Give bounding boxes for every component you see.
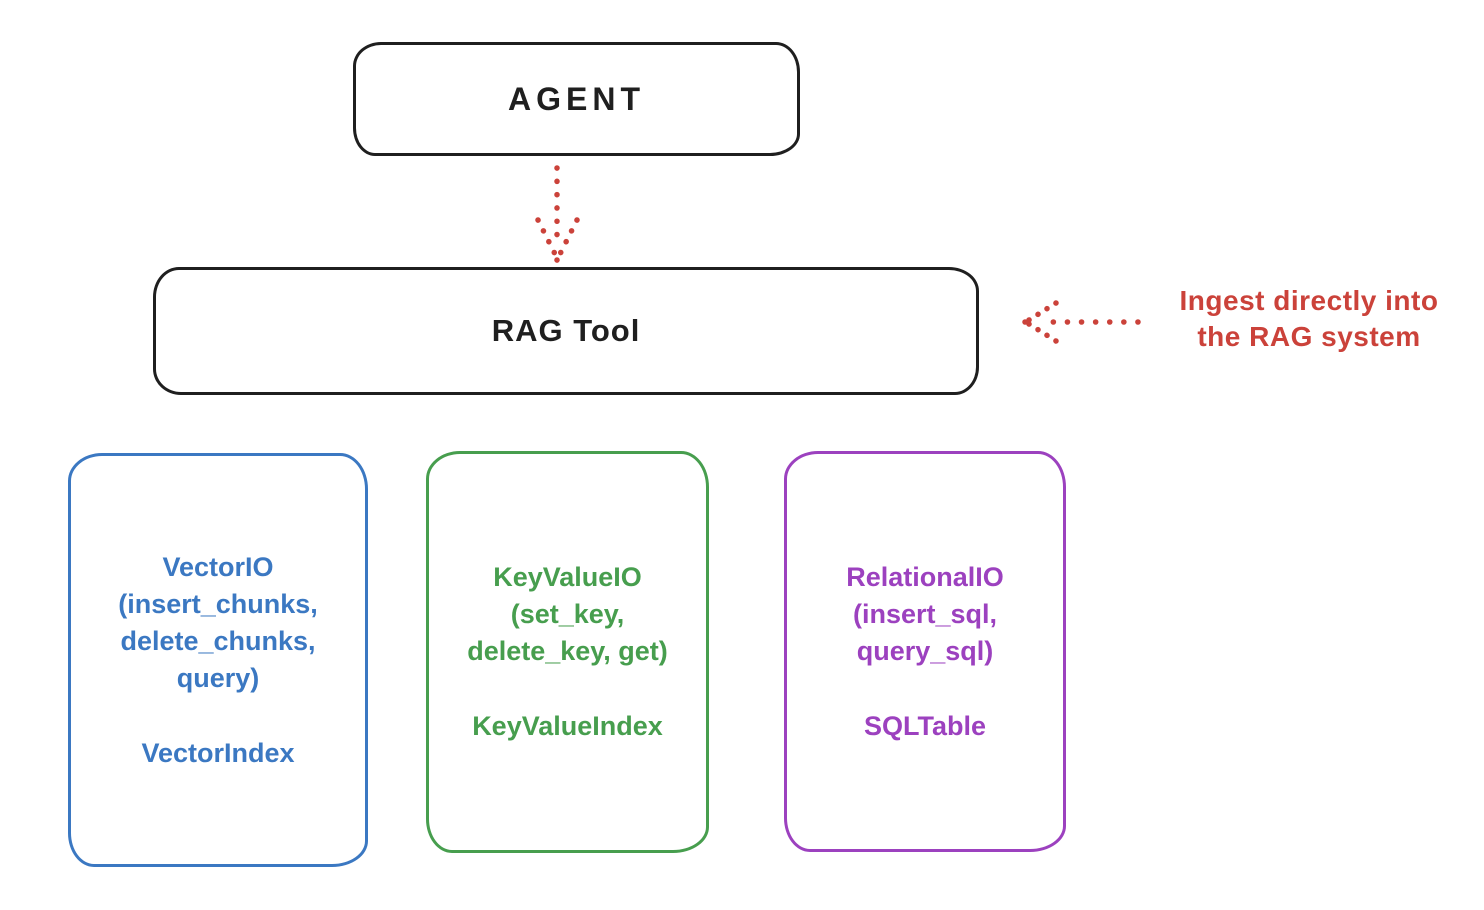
keyvalue-io-line: (set_key, (510, 599, 625, 629)
vector-io-line: query) (176, 662, 260, 693)
vector-io-line: delete_chunks, (120, 625, 316, 656)
rag-tool-label: RAG Tool (491, 313, 641, 348)
relational-io-line: query_sql) (856, 635, 994, 666)
relational-io-box: RelationalIO (insert_sql, query_sql) SQL… (784, 451, 1066, 852)
dotted-arrow-left-icon (1022, 300, 1141, 344)
ingest-annotation-line1: Ingest directly into (1179, 285, 1439, 316)
vector-io-line: (insert_chunks, (118, 588, 318, 619)
agent-box: AGENT (353, 42, 800, 156)
relational-io-title: RelationalIO (insert_sql, query_sql) (846, 559, 1004, 670)
keyvalue-index-label: KeyValueIndex (472, 711, 663, 741)
relational-io-line: RelationalIO (846, 561, 1004, 592)
keyvalue-io-line: KeyValueIO (493, 562, 642, 592)
vector-io-line: VectorIO (162, 551, 274, 582)
dotted-arrow-down-icon (535, 165, 580, 263)
vector-io-title: VectorIO (insert_chunks, delete_chunks, … (118, 549, 318, 697)
vector-index-label: VectorIndex (141, 737, 295, 768)
relational-io-line: (insert_sql, (852, 598, 998, 629)
vector-io-box: VectorIO (insert_chunks, delete_chunks, … (68, 453, 368, 867)
ingest-annotation-line2: the RAG system (1197, 321, 1421, 352)
keyvalue-io-title: KeyValueIO (set_key, delete_key, get) (467, 559, 668, 670)
ingest-annotation: Ingest directly into the RAG system (1133, 283, 1484, 355)
keyvalue-io-box: KeyValueIO (set_key, delete_key, get) Ke… (426, 451, 709, 853)
agent-label: AGENT (508, 80, 645, 117)
keyvalue-io-line: delete_key, get) (467, 636, 668, 666)
sql-table-label: SQLTable (863, 710, 986, 741)
rag-tool-box: RAG Tool (153, 267, 979, 395)
